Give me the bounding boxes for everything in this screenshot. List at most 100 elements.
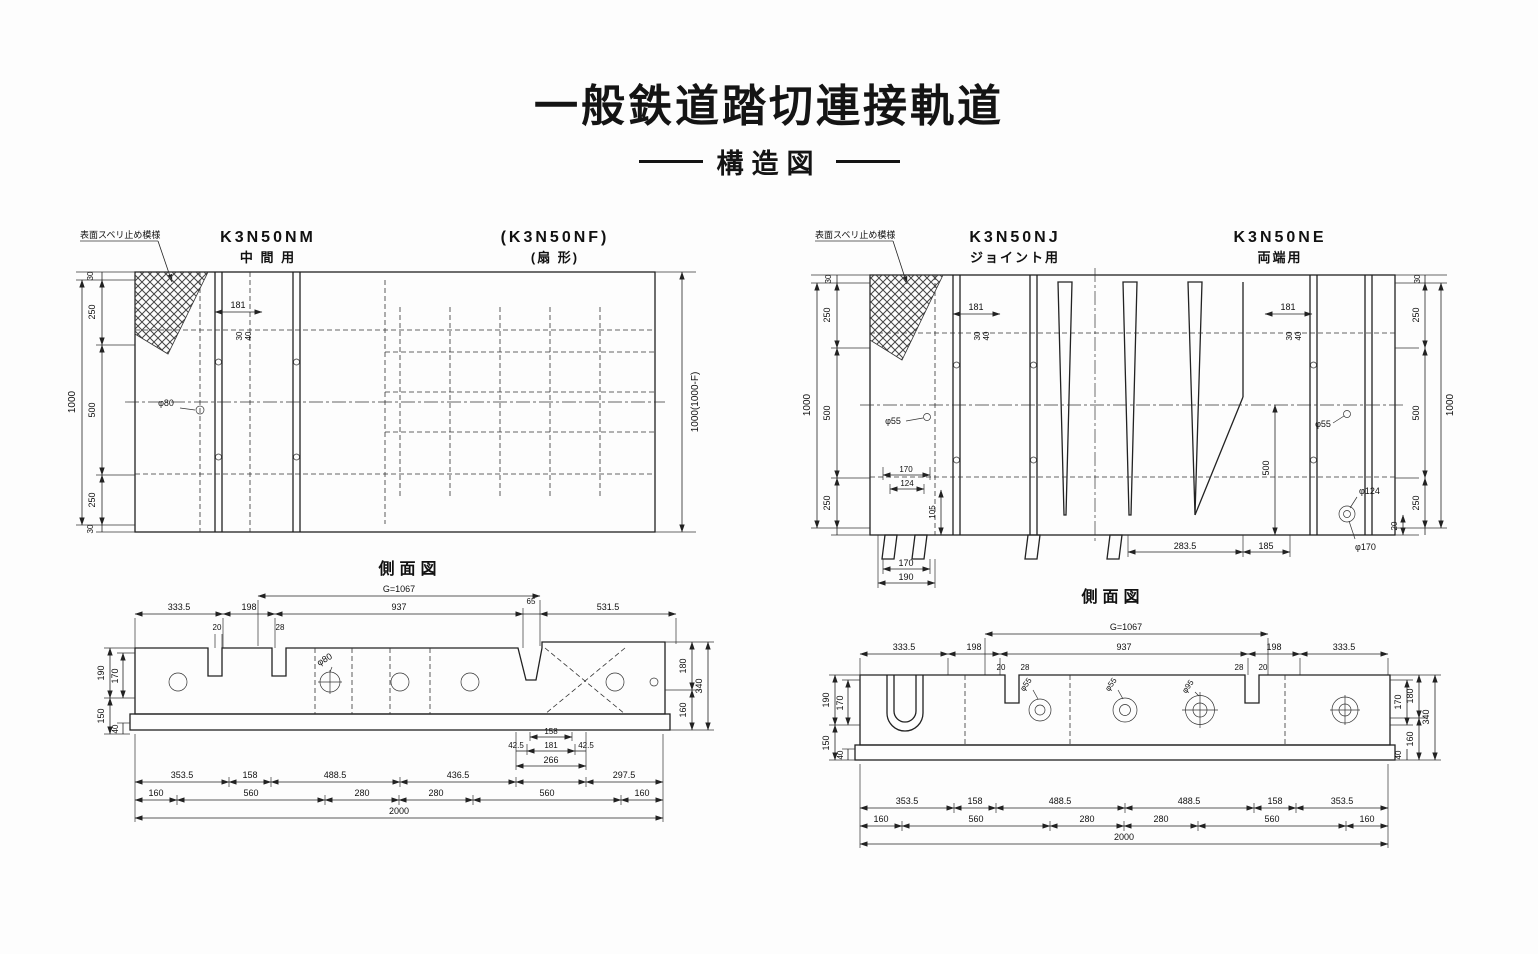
part-code-k3n50nm: K3N50NM bbox=[220, 229, 316, 246]
dim-label: 160 bbox=[148, 788, 163, 798]
dim-label: 353.5 bbox=[171, 770, 194, 780]
dim-label: G=1067 bbox=[383, 584, 415, 594]
dim-label: 500 bbox=[822, 405, 832, 420]
dim-label: 488.5 bbox=[1049, 796, 1072, 806]
dim-label: 30 bbox=[1413, 274, 1422, 283]
dim-label: 353.5 bbox=[896, 796, 919, 806]
part-use-joint: ジョイント用 bbox=[970, 250, 1060, 265]
dim-label: 30 bbox=[1285, 331, 1294, 340]
dim-label: 436.5 bbox=[447, 770, 470, 780]
part-use-end: 両端用 bbox=[1257, 250, 1302, 265]
side-view-left: 側面図 G=1067 333.5 198 937 65 531.5 20 28 bbox=[96, 559, 714, 822]
hidden-lines bbox=[314, 647, 626, 715]
dim-label: 280 bbox=[1079, 814, 1094, 824]
dim-label: 40 bbox=[244, 331, 253, 340]
dim-label: 937 bbox=[1116, 642, 1131, 652]
dim-label: φ95 bbox=[1180, 678, 1196, 695]
dim-label: 340 bbox=[694, 678, 704, 693]
dim-label: 333.5 bbox=[1333, 642, 1356, 652]
dim-label: 500 bbox=[87, 402, 97, 417]
profile-outline bbox=[134, 641, 666, 715]
dim-label: 40 bbox=[1394, 750, 1403, 759]
dim-label: 40 bbox=[1294, 331, 1303, 340]
dim-label: 937 bbox=[391, 602, 406, 612]
dim-label: 488.5 bbox=[324, 770, 347, 780]
dim-label: 160 bbox=[634, 788, 649, 798]
dim-label: φ80 bbox=[158, 398, 174, 408]
dim-label: 1000 bbox=[1445, 393, 1456, 416]
dim-label: φ55 bbox=[1018, 676, 1034, 693]
dim-label: 560 bbox=[539, 788, 554, 798]
dim-label: 30 bbox=[86, 271, 95, 280]
dim-label: 124 bbox=[900, 479, 914, 488]
dim-label: 180 bbox=[1405, 688, 1415, 703]
dim-label: 20 bbox=[213, 623, 222, 632]
dimension-lines-left bbox=[107, 647, 126, 735]
dim-label: 500 bbox=[1261, 460, 1271, 475]
dim-label: 65 bbox=[527, 597, 536, 606]
dim-label: 20 bbox=[997, 663, 1006, 672]
dimension-lines-bottom bbox=[134, 779, 664, 821]
dim-label: 170 bbox=[835, 695, 845, 710]
feet bbox=[881, 534, 1123, 560]
dim-label: 30 bbox=[824, 274, 833, 283]
end-pocket bbox=[886, 675, 924, 732]
dim-label: 280 bbox=[428, 788, 443, 798]
dim-label: 198 bbox=[1266, 642, 1281, 652]
dim-label: φ55 bbox=[885, 416, 901, 426]
part-code-k3n50ne: K3N50NE bbox=[1233, 229, 1326, 246]
dim-label: 28 bbox=[276, 623, 285, 632]
dimension-lines-left bbox=[832, 674, 851, 761]
dim-label: 28 bbox=[1021, 663, 1030, 672]
antislip-note: 表面スベリ止め模様 bbox=[815, 229, 895, 240]
holes bbox=[179, 358, 300, 461]
dim-label: 150 bbox=[821, 735, 831, 750]
dimension-lines-right bbox=[1404, 674, 1438, 761]
part-use-fan: (扇 形) bbox=[531, 250, 579, 265]
dimension-lines-top bbox=[134, 593, 677, 617]
dim-label: 181 bbox=[544, 741, 558, 750]
plan-view-left: 表面スベリ止め模様 K3N50NM 中 間 用 (K3N50NF) (扇 形) bbox=[67, 229, 701, 533]
dim-label: 20 bbox=[1259, 663, 1268, 672]
dim-label: 150 bbox=[96, 708, 106, 723]
dim-label: φ55 bbox=[1103, 676, 1119, 693]
dim-label: G=1067 bbox=[1110, 622, 1142, 632]
dim-label: 1000(1000-F) bbox=[690, 372, 701, 433]
dim-label: 40 bbox=[111, 724, 120, 733]
dim-label: 1000 bbox=[802, 393, 813, 416]
side-view-title: 側面図 bbox=[377, 559, 441, 578]
dim-label: 158 bbox=[242, 770, 257, 780]
dim-label: 560 bbox=[243, 788, 258, 798]
dim-label: 40 bbox=[836, 750, 845, 759]
antislip-hatch bbox=[134, 271, 209, 355]
dim-label: 181 bbox=[968, 302, 983, 312]
antislip-hatch bbox=[869, 274, 944, 361]
extension-lines bbox=[811, 274, 1447, 588]
dimension-lines-small bbox=[836, 275, 1426, 535]
dimension-lines bbox=[79, 271, 685, 533]
dim-label: 560 bbox=[1264, 814, 1279, 824]
side-view-title: 側面図 bbox=[1080, 587, 1144, 606]
taper-ribs bbox=[1057, 281, 1244, 516]
part-code-k3n50nf: (K3N50NF) bbox=[501, 229, 610, 246]
dim-label: 297.5 bbox=[613, 770, 636, 780]
part-use-mid: 中 間 用 bbox=[240, 250, 296, 265]
part-code-k3n50nj: K3N50NJ bbox=[969, 229, 1060, 246]
dimension-lines-top bbox=[859, 631, 1389, 657]
dim-label: 250 bbox=[87, 304, 97, 319]
dim-label: 488.5 bbox=[1178, 796, 1201, 806]
page-subtitle: 構造図 bbox=[716, 149, 822, 179]
dim-label: 105 bbox=[928, 505, 937, 519]
holes bbox=[1028, 689, 1360, 728]
dim-label: 560 bbox=[968, 814, 983, 824]
dim-label: φ55 bbox=[1315, 419, 1331, 429]
dim-label: 250 bbox=[1411, 307, 1421, 322]
subtitle-row: 構造図 bbox=[0, 142, 1538, 181]
dim-label: 333.5 bbox=[893, 642, 916, 652]
extension-lines bbox=[76, 271, 696, 533]
dim-label: 531.5 bbox=[597, 602, 620, 612]
base-slab bbox=[129, 713, 671, 731]
dim-label: 160 bbox=[678, 702, 688, 717]
dim-label: 250 bbox=[87, 492, 97, 507]
